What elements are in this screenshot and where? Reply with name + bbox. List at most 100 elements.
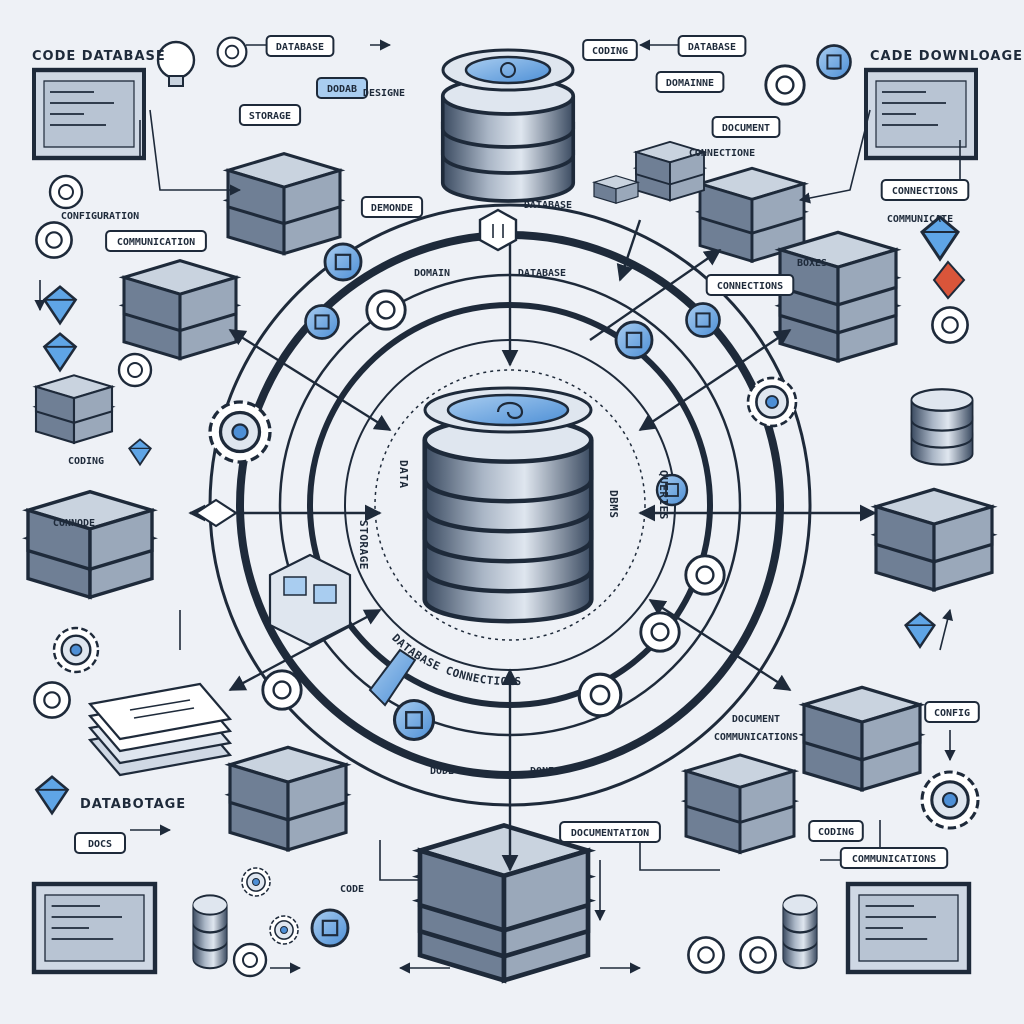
label-tag: DATABASE bbox=[524, 200, 572, 211]
server-icon bbox=[34, 374, 114, 444]
label-tag: CODING bbox=[582, 39, 638, 61]
label-tag-text: DOMAINNE bbox=[666, 78, 714, 89]
label-tag: DATABASE bbox=[265, 35, 335, 57]
top-database-icon bbox=[440, 48, 576, 203]
label-tag: CONNECTIONS bbox=[880, 179, 970, 201]
server-icon bbox=[420, 825, 588, 980]
gear-icon bbox=[52, 626, 100, 674]
label-tag: DESIGNE bbox=[363, 88, 405, 99]
label-tag-text: CONNECTIONS bbox=[892, 186, 958, 197]
label-tag-box bbox=[105, 230, 207, 252]
label-tag-text: DATABASE bbox=[518, 268, 566, 279]
label-tag-text: COMMUNICATE bbox=[887, 214, 953, 225]
link-icon bbox=[33, 681, 71, 719]
label-tag-box bbox=[839, 847, 949, 869]
label-tag-box bbox=[316, 77, 368, 99]
label-tag: DOCUMENT bbox=[711, 116, 781, 138]
label-tag-text: DODE bbox=[430, 766, 454, 777]
corner-title-top-right: CADE DOWNLOAGE bbox=[870, 49, 1023, 64]
label-tag: DEMONDE bbox=[360, 196, 424, 218]
label-tag-box bbox=[711, 116, 781, 138]
monitor-icon bbox=[34, 884, 155, 972]
diamond-node-icon bbox=[193, 498, 239, 528]
label-tag: COMMUNICATE bbox=[887, 214, 953, 225]
label-tag-box bbox=[559, 821, 661, 843]
label-tag-box bbox=[677, 35, 747, 57]
label-tag-text: DOCS bbox=[88, 839, 112, 850]
network-node-icon bbox=[816, 44, 852, 80]
label-tag-box bbox=[360, 196, 424, 218]
label-tag: BOXES bbox=[797, 258, 827, 269]
label-tag: DOCS bbox=[74, 832, 126, 854]
cube-icon bbox=[593, 175, 639, 204]
document-icon bbox=[268, 553, 352, 647]
diamond-icon bbox=[904, 612, 936, 648]
label-tag-box bbox=[924, 701, 980, 723]
network-node-icon bbox=[323, 242, 363, 282]
label-tag-text: CODING bbox=[68, 456, 104, 467]
gear-icon bbox=[746, 376, 798, 428]
label-tag: STORAGE bbox=[238, 104, 302, 126]
label-tag-text: CONFIG bbox=[934, 708, 970, 719]
label-tag-box bbox=[74, 832, 126, 854]
central-database-icon bbox=[425, 386, 592, 621]
link-icon bbox=[117, 352, 153, 388]
corner-title-top-left: CODE DATABASE bbox=[32, 49, 166, 64]
network-node-icon bbox=[304, 304, 340, 340]
label-tag-box bbox=[880, 179, 970, 201]
label-tag-text: DEMONDE bbox=[371, 203, 413, 214]
arrow-pointer-icon bbox=[368, 648, 417, 707]
label-tag-text: DOCUMENTATION bbox=[571, 828, 649, 839]
label-tag-box bbox=[705, 274, 795, 296]
label-tag-text: DATABASE bbox=[524, 200, 572, 211]
link-icon bbox=[216, 36, 248, 68]
link-icon bbox=[261, 669, 303, 711]
label-tag-text: COMMUNICATIONS bbox=[714, 732, 798, 743]
label-tag-text: DOCUMENT bbox=[732, 714, 780, 725]
link-icon bbox=[931, 306, 969, 344]
gear-icon bbox=[241, 867, 271, 897]
label-tag-text: CONNECTIONE bbox=[689, 148, 755, 159]
label-tag: DATABASE bbox=[677, 35, 747, 57]
server-icon bbox=[778, 230, 898, 363]
connection-arrows bbox=[34, 39, 961, 974]
label-tag-text: CODE bbox=[340, 884, 364, 895]
ring-inner-label: DATA bbox=[397, 460, 410, 489]
link-icon bbox=[684, 554, 726, 596]
label-tag: COMMUNICATIONS bbox=[839, 847, 949, 869]
database-icon bbox=[191, 894, 229, 970]
label-tag-text: CONFIGURATION bbox=[61, 211, 139, 222]
label-tag-text: DATABASE bbox=[276, 42, 324, 53]
diamond-icon bbox=[932, 260, 966, 300]
label-tag: CONNECTIONS bbox=[705, 274, 795, 296]
gear-icon bbox=[208, 400, 272, 464]
label-tag: DOCUMENTATION bbox=[559, 821, 661, 843]
label-tag: CONNODE bbox=[53, 518, 95, 529]
gear-icon bbox=[269, 915, 299, 945]
label-tag-text: CONNECTIONS bbox=[717, 281, 783, 292]
link-icon bbox=[739, 936, 777, 974]
label-tag-text: DESIGNE bbox=[363, 88, 405, 99]
link-icon bbox=[48, 174, 84, 210]
label-tag-box bbox=[808, 820, 864, 842]
label-tag-text: DATABASE bbox=[688, 42, 736, 53]
link-icon bbox=[577, 672, 623, 718]
diamond-icon bbox=[43, 285, 77, 325]
server-icon bbox=[684, 753, 796, 854]
label-tag-text: CODING bbox=[592, 46, 628, 57]
label-tag: DATABASE bbox=[518, 268, 566, 279]
label-tag-text: DOMAIN bbox=[414, 268, 450, 279]
lightbulb-icon bbox=[156, 40, 196, 87]
ring-side-label: STORAGE bbox=[357, 520, 370, 570]
label-tag: CONNECTIONE bbox=[689, 148, 755, 159]
server-icon bbox=[874, 487, 994, 592]
label-tag: COMMUNICATIONS bbox=[714, 732, 798, 743]
link-icon bbox=[35, 221, 73, 259]
label-tag-box bbox=[655, 71, 725, 93]
label-tag-box bbox=[582, 39, 638, 61]
label-tag: DOMAIN bbox=[414, 268, 450, 279]
label-tag-text: COMMUNICATIONS bbox=[852, 854, 936, 865]
